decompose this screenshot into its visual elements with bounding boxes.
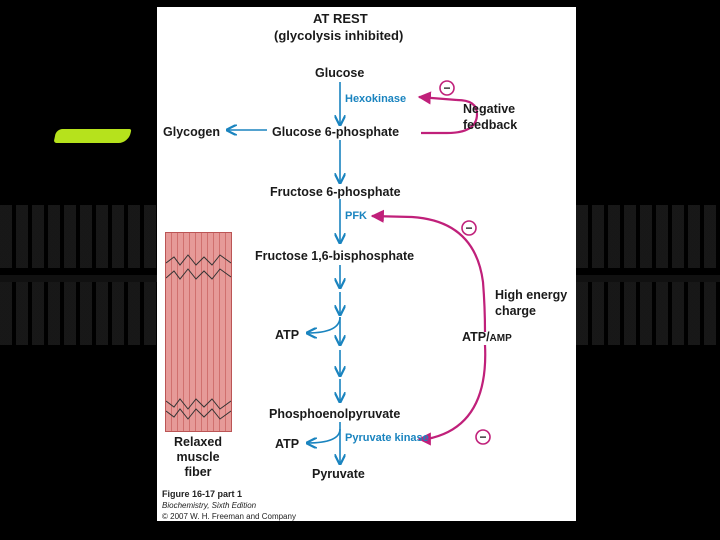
label-high-energy-charge: High energy charge bbox=[495, 288, 568, 318]
label-atp-amp: ATP/AMP bbox=[462, 330, 512, 344]
label-negative-feedback: Negative feedback bbox=[463, 102, 518, 132]
label-f16bp: Fructose 1,6-bisphosphate bbox=[255, 249, 415, 263]
caption-copyright: © 2007 W. H. Freeman and Company bbox=[162, 512, 296, 521]
label-fiber: Relaxed muscle fiber bbox=[174, 435, 222, 479]
figure-panel: − − − AT REST (glycolysis inhibited) Glu… bbox=[157, 7, 576, 521]
diagram-title: AT REST bbox=[313, 11, 368, 26]
label-g6p: Glucose 6-phosphate bbox=[272, 125, 400, 139]
minus-sign: − bbox=[465, 221, 472, 235]
minus-circle bbox=[475, 429, 491, 445]
diagram-subtitle: (glycolysis inhibited) bbox=[274, 28, 404, 43]
minus-circle bbox=[461, 220, 477, 236]
minus-circle bbox=[439, 80, 455, 96]
minus-sign: − bbox=[479, 430, 486, 444]
label-pyruvate-kinase: Pyruvate kinase bbox=[345, 432, 429, 444]
label-pep: Phosphoenolpyruvate bbox=[269, 407, 401, 421]
arrow-to-atp-bottom bbox=[307, 428, 341, 443]
label-atp-bottom: ATP bbox=[275, 437, 300, 451]
label-pfk: PFK bbox=[345, 210, 367, 222]
label-glucose: Glucose bbox=[315, 66, 365, 80]
minus-sign: − bbox=[443, 81, 450, 95]
label-hexokinase: Hexokinase bbox=[345, 93, 407, 105]
relaxed-muscle-fiber-image bbox=[165, 232, 232, 432]
highlighter-mark bbox=[53, 129, 132, 143]
label-f6p: Fructose 6-phosphate bbox=[270, 185, 401, 199]
label-pyruvate: Pyruvate bbox=[312, 467, 365, 481]
caption-figure: Figure 16-17 part 1 bbox=[162, 489, 243, 499]
feedback-loop-pyruvate-kinase bbox=[417, 344, 487, 446]
pathway-arrows: − − − bbox=[157, 80, 491, 521]
feedback-loop-pfk bbox=[370, 209, 487, 333]
caption-book: Biochemistry, Sixth Edition bbox=[162, 501, 257, 510]
label-atp-mid: ATP bbox=[275, 328, 300, 342]
feedback-loop-hexokinase bbox=[421, 98, 479, 135]
arrow-to-atp bbox=[307, 316, 341, 333]
label-glycogen: Glycogen bbox=[163, 125, 220, 139]
